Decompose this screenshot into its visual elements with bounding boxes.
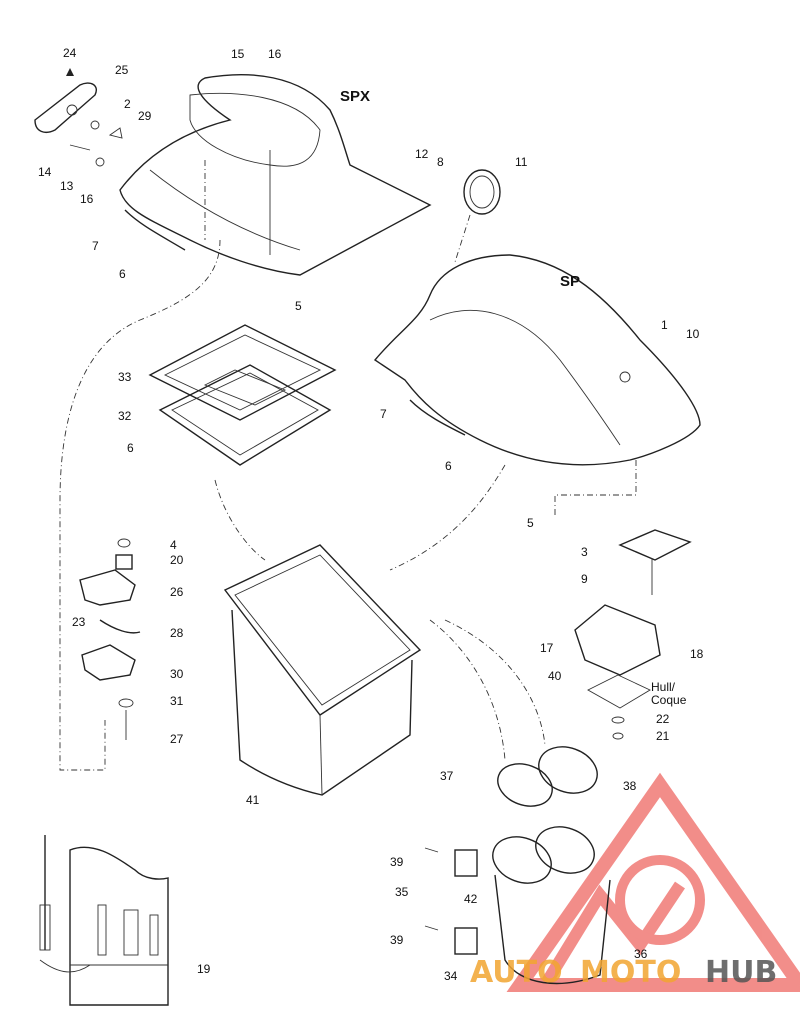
callout-17: 17 (540, 641, 554, 655)
callout-38: 38 (623, 779, 637, 793)
callout-9: 9 (581, 572, 588, 586)
callout-7-spx: 7 (92, 239, 99, 253)
vent-ring-11 (454, 169, 501, 263)
model-label-spx: SPX (340, 88, 370, 105)
callout-27: 27 (170, 732, 184, 746)
callout-12: 12 (415, 147, 429, 161)
hull-label-line1: Hull/ (651, 680, 676, 694)
watermark-auto: AUTO (470, 955, 563, 990)
callout-22: 22 (656, 712, 670, 726)
callout-6-spx: 6 (119, 267, 126, 281)
callout-35: 35 (395, 885, 409, 899)
callout-5-sp: 5 (527, 516, 534, 530)
callout-1: 1 (661, 318, 668, 332)
callout-23: 23 (72, 615, 86, 629)
callout-39-bottom: 39 (390, 933, 404, 947)
mounting-bracket-18 (574, 529, 692, 740)
callout-39-top: 39 (390, 855, 404, 869)
callout-3: 3 (581, 545, 588, 559)
callout-18: 18 (690, 647, 704, 661)
callout-21: 21 (656, 729, 670, 743)
callout-33: 33 (118, 370, 132, 384)
tool-kit-19 (39, 835, 169, 1006)
callout-4: 4 (170, 538, 177, 552)
callout-24: 24 (63, 46, 77, 60)
hull-label-line2: Coque (651, 693, 687, 707)
callout-8: 8 (437, 155, 444, 169)
storage-bin-41 (214, 479, 422, 796)
callout-6-sp: 6 (445, 459, 452, 473)
callout-42: 42 (464, 892, 478, 906)
callout-31: 31 (170, 694, 184, 708)
callout-28: 28 (170, 626, 184, 640)
callout-32: 32 (118, 409, 132, 423)
callout-10: 10 (686, 327, 700, 341)
cover-plate-25 (34, 68, 123, 167)
callout-37: 37 (440, 769, 454, 783)
callout-30: 30 (170, 667, 184, 681)
callout-7-sp: 7 (380, 407, 387, 421)
callout-20: 20 (170, 553, 184, 567)
callout-2: 2 (124, 97, 131, 111)
callout-40: 40 (548, 669, 562, 683)
callout-6-gasket: 6 (127, 441, 134, 455)
callout-16-left: 16 (80, 192, 94, 206)
model-label-sp: SP (560, 273, 580, 290)
callout-11: 11 (515, 155, 528, 169)
callout-14: 14 (38, 165, 52, 179)
callout-41: 41 (246, 793, 260, 807)
sp-hood-assembly (373, 254, 701, 571)
watermark-wordmark: AUTO MOTO HUB (470, 955, 777, 990)
callout-36: 36 (634, 947, 648, 961)
watermark-logo (506, 772, 800, 992)
callout-34: 34 (444, 969, 458, 983)
callout-15: 15 (231, 47, 245, 61)
watermark-moto: MOTO (580, 955, 681, 990)
callout-16-top: 16 (268, 47, 282, 61)
callout-13: 13 (60, 179, 74, 193)
spx-hood-assembly (59, 74, 432, 771)
vent-duct-assembly (424, 619, 611, 985)
gasket-frames (148, 324, 337, 466)
callout-labels: 24 25 2 29 14 13 16 15 16 12 8 11 7 6 5 … (38, 46, 704, 983)
latch-assembly (79, 538, 141, 740)
callout-25: 25 (115, 63, 129, 77)
callout-26: 26 (170, 585, 184, 599)
callout-5-top: 5 (295, 299, 302, 313)
callout-29: 29 (138, 109, 152, 123)
watermark-hub: HUB (705, 955, 777, 990)
callout-19: 19 (197, 962, 211, 976)
